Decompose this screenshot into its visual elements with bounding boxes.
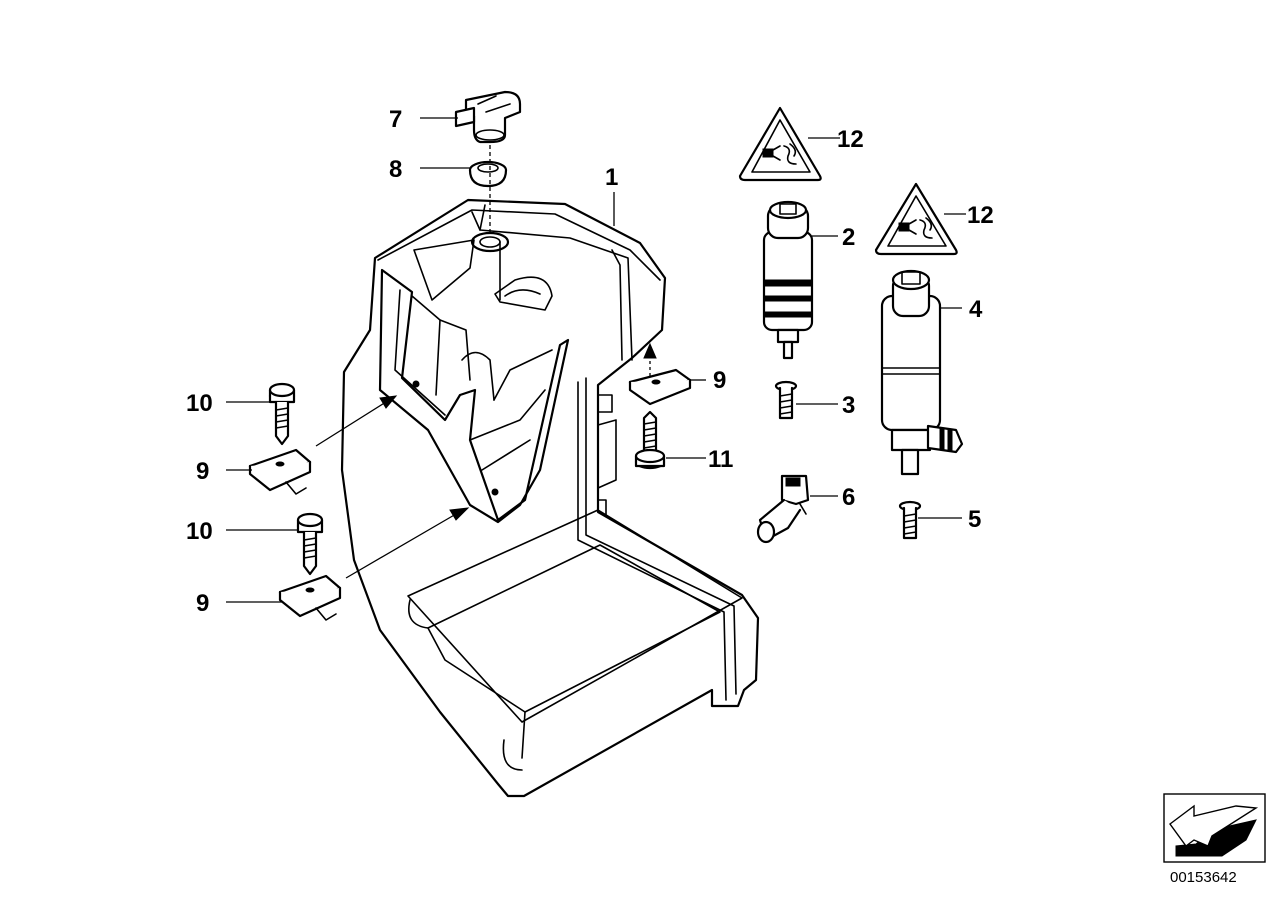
callout-11: 11 (708, 446, 733, 473)
filler-grommet (468, 160, 508, 188)
document-number: 00153642 (1170, 869, 1237, 886)
leader-lines (226, 117, 966, 603)
callout-9b: 9 (196, 590, 209, 617)
assembly-arrow-right (643, 342, 657, 376)
callout-2: 2 (842, 224, 855, 251)
direction-arrow-icon (1169, 804, 1259, 857)
washer-pump (762, 200, 814, 360)
washer-fluid-reservoir (340, 198, 760, 798)
callout-labels: 7 8 1 12 12 2 4 9 3 11 6 5 10 9 10 9 (186, 106, 994, 617)
callout-5: 5 (968, 506, 981, 533)
orientation-box (1163, 793, 1266, 863)
warning-triangle-icon (898, 217, 933, 239)
callout-12b: 12 (967, 202, 994, 229)
hex-bolt-lower (296, 512, 324, 576)
callout-9c: 9 (713, 367, 726, 394)
headlamp-washer-pump (880, 269, 964, 476)
self-tapping-bolt (634, 410, 666, 470)
clip-nut-upper-left (248, 448, 312, 495)
warning-label-2 (874, 182, 958, 256)
callout-9a: 9 (196, 458, 209, 485)
clip-nut-right (628, 368, 692, 406)
assembly-arrow-lower (345, 507, 470, 579)
callout-1: 1 (605, 164, 618, 191)
callout-8: 8 (389, 156, 402, 183)
callout-3: 3 (842, 392, 855, 419)
warning-label-1 (738, 106, 822, 182)
hex-bolt-upper (268, 382, 296, 446)
clip-nut-lower-left (278, 574, 342, 621)
callout-12a: 12 (837, 126, 864, 153)
callout-10b: 10 (186, 518, 213, 545)
callout-6: 6 (842, 484, 855, 511)
callout-10a: 10 (186, 390, 213, 417)
callout-7: 7 (389, 106, 402, 133)
elbow-hose-connector (454, 90, 522, 144)
screw-5 (898, 500, 922, 540)
callout-4: 4 (969, 296, 983, 323)
warning-triangle-icon (762, 143, 797, 165)
screw-3 (774, 380, 798, 420)
level-sensor (756, 474, 810, 544)
assembly-arrow-upper (315, 395, 398, 447)
